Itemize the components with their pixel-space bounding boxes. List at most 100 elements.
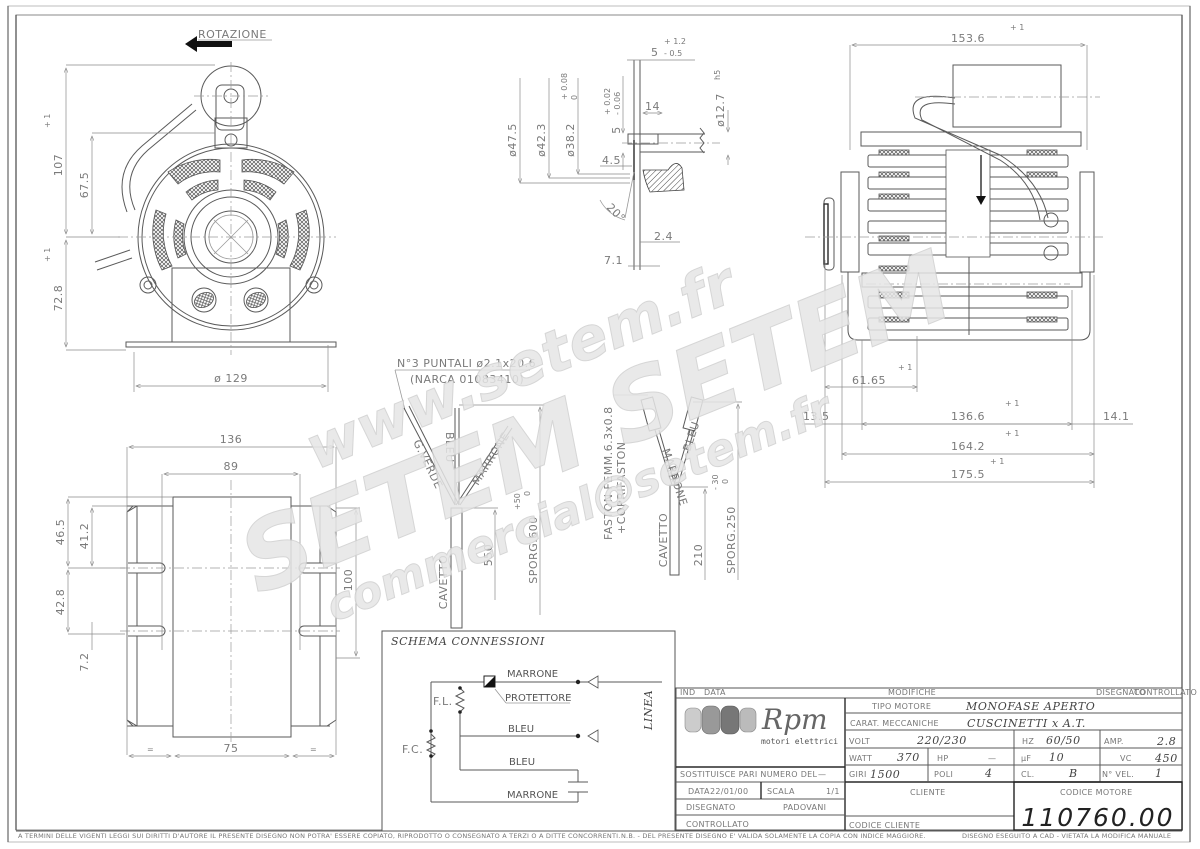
cable-right-title: FASTON FEMM.6.3x0.8 <box>602 406 615 540</box>
svg-text:CLIENTE: CLIENTE <box>910 788 945 797</box>
svg-text:CL.: CL. <box>1021 770 1035 779</box>
svg-text:- 0.5: - 0.5 <box>664 49 682 58</box>
side-view: 153.6 + 1 61.65 + 1 13.5 136.6 + 1 14.1 … <box>802 23 1133 488</box>
svg-text:AMP.: AMP. <box>1104 737 1124 746</box>
dim-2-4: 2.4 <box>654 230 673 243</box>
dim-75: 75 <box>224 742 239 755</box>
svg-text:CONTROLLATO: CONTROLLATO <box>1134 688 1197 697</box>
svg-text:POLI: POLI <box>934 770 953 779</box>
schema-marrone-bottom: MARRONE <box>507 790 558 801</box>
svg-text:+ 1: + 1 <box>1010 23 1024 32</box>
nvel-value: 1 <box>1155 767 1163 780</box>
svg-text:+ 1: + 1 <box>1005 399 1019 408</box>
date-value: 22/01/00 <box>710 787 748 796</box>
amp-value: 2.8 <box>1156 735 1176 748</box>
dim-7-1: 7.1 <box>604 254 623 267</box>
connection-schema: SCHEMA CONNESSIONI MARRONE PROTETTORE <box>381 630 676 832</box>
shaft-detail: ø47.5 ø42.3 ø38.2 + 0.08 0 5 + 0.02 - 0.… <box>506 37 728 270</box>
vc-value: 450 <box>1154 752 1178 765</box>
svg-text:DISEGNATO: DISEGNATO <box>686 803 736 812</box>
svg-text:WATT: WATT <box>849 754 872 763</box>
svg-text:0: 0 <box>570 95 579 100</box>
svg-text:IND: IND <box>680 688 695 697</box>
svg-text:0: 0 <box>721 479 730 484</box>
svg-text:+ 0.08: + 0.08 <box>560 73 569 100</box>
dim-210: 210 <box>692 544 705 567</box>
motor-logo-icon <box>684 705 757 735</box>
footer-copyright: A TERMINI DELLE VIGENTI LEGGI SUI DIRITT… <box>18 832 621 840</box>
dim-46-5: 46.5 <box>54 519 67 546</box>
svg-text:0: 0 <box>523 491 532 496</box>
rpm-logo: Rpm motori elettrici <box>684 703 838 746</box>
svg-text:=: = <box>147 745 154 754</box>
motor-code-value: 110760.00 <box>1021 803 1174 832</box>
svg-text:DISEGNATO: DISEGNATO <box>1096 688 1146 697</box>
dim-61-65: 61.65 <box>852 374 886 387</box>
footer-note: N.B. - DEL PRESENTE DISEGNO E' VALIDA SO… <box>621 832 926 840</box>
svg-text:SCALA: SCALA <box>767 787 795 796</box>
svg-text:µF: µF <box>1021 754 1031 763</box>
schema-bleu-top: BLEU <box>508 724 534 735</box>
dim-d47-5: ø47.5 <box>506 123 519 157</box>
dim-42-8: 42.8 <box>54 589 67 616</box>
dim-175-5: 175.5 <box>951 468 985 481</box>
giri-value: 1500 <box>870 768 900 781</box>
svg-text:GIRI: GIRI <box>849 770 867 779</box>
dim-136: 136 <box>220 433 243 446</box>
cable-left-title: N°3 PUNTALI ø2.1x20.6 <box>397 357 536 370</box>
dim-key-5: 5 <box>610 126 623 134</box>
dim-d38-2: ø38.2 <box>564 123 577 157</box>
dim-sporg-600: SPORG.600 <box>527 516 540 583</box>
cable-right-subtitle: +COPRIFASTON <box>615 441 628 534</box>
dim-153-6: 153.6 <box>951 32 985 45</box>
dim-67-5: 67.5 <box>78 172 91 199</box>
scale-value: 1/1 <box>826 787 840 796</box>
footer-cad: DISEGNO ESEGUITO A CAD - VIETATA LA MODI… <box>962 832 1171 840</box>
svg-text:+ 0.02: + 0.02 <box>603 88 612 115</box>
svg-text:- 0.06: - 0.06 <box>613 92 622 115</box>
dim-89: 89 <box>224 460 239 473</box>
schema-linea: LINEA <box>642 690 655 731</box>
dim-d42-3: ø42.3 <box>535 123 548 157</box>
watermark: www.setem.fr SETEM SETEM commercial@sete… <box>224 229 968 633</box>
cable-right-cavetto: CAVETTO <box>657 513 670 567</box>
svg-text:VOLT: VOLT <box>849 737 870 746</box>
footer-notes: A TERMINI DELLE VIGENTI LEGGI SUI DIRITT… <box>16 830 1182 840</box>
fin-hatches <box>878 149 1058 323</box>
svg-text:h5: h5 <box>713 70 722 80</box>
dim-angle-20: 20° <box>604 201 628 225</box>
schema-protettore: PROTETTORE <box>505 693 571 704</box>
poli-value: 4 <box>984 767 993 780</box>
dim-sporg-250: SPORG.250 <box>725 506 738 573</box>
svg-text:+ 1: + 1 <box>1005 429 1019 438</box>
svg-text:HZ: HZ <box>1022 737 1034 746</box>
cable-left-subtitle: (NARCA 01083410) <box>410 373 524 386</box>
dim-550: 550 <box>482 544 495 567</box>
protector-icon <box>483 675 496 688</box>
cl-value: B <box>1068 767 1078 780</box>
svg-text:DATA: DATA <box>688 787 710 796</box>
svg-text:CONTROLLATO: CONTROLLATO <box>686 820 749 829</box>
svg-text:MODIFICHE: MODIFICHE <box>888 688 936 697</box>
svg-text:CODICE CLIENTE: CODICE CLIENTE <box>849 821 920 830</box>
svg-text:HP: HP <box>937 754 948 763</box>
svg-text:+ 1: + 1 <box>898 363 912 372</box>
dim-164-2: 164.2 <box>951 440 985 453</box>
dim-7-2: 7.2 <box>78 653 91 672</box>
svg-text:=: = <box>310 745 317 754</box>
svg-text:- 30: - 30 <box>711 474 720 490</box>
dim-shaft-d12-7: ø12.7 <box>714 93 727 127</box>
dim-100: 100 <box>342 569 355 592</box>
base-view: 136 89 46.5 41.2 42.8 7.2 100 = 75 = <box>54 433 360 756</box>
dim-41-2: 41.2 <box>78 523 91 550</box>
logo-subtitle: motori elettrici <box>761 737 838 746</box>
dim-136-6: 136.6 <box>951 410 985 423</box>
svg-text:CARAT. MECCANICHE: CARAT. MECCANICHE <box>850 719 939 728</box>
schema-fc: F.C. <box>402 743 423 756</box>
dim-4-5: 4.5 <box>602 154 621 167</box>
mechanical-value: CUSCINETTI x A.T. <box>967 717 1086 730</box>
svg-text:VC: VC <box>1120 754 1132 763</box>
dim-13-5: 13.5 <box>803 410 830 423</box>
svg-text:DATA: DATA <box>704 688 726 697</box>
